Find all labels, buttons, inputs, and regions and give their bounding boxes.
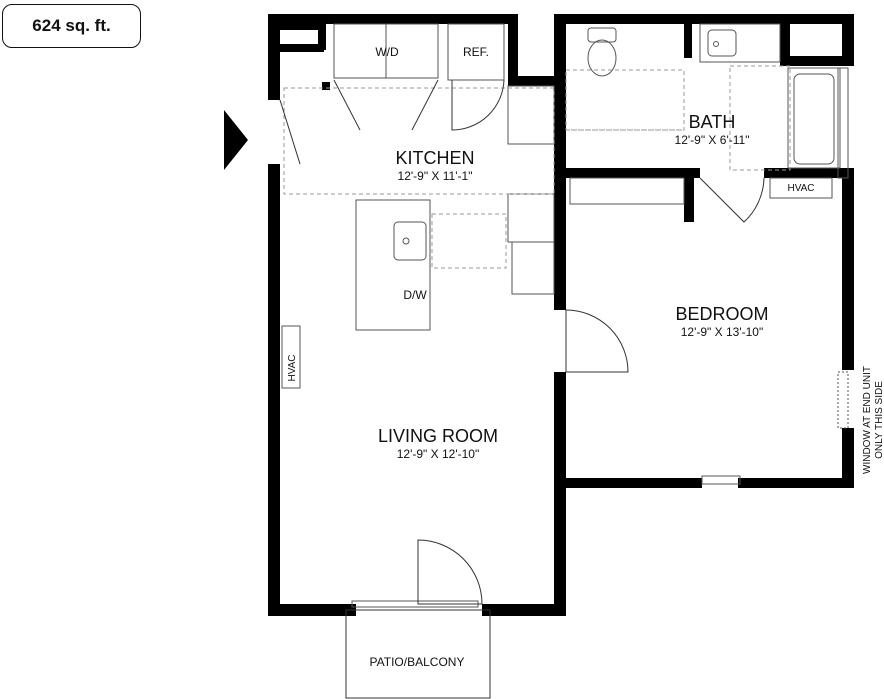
fixtures	[281, 23, 849, 699]
hvac-living-unit	[281, 325, 301, 389]
wall-left-lower	[268, 164, 280, 616]
wall-vanity-stub	[684, 14, 692, 58]
wall-closet-stub	[684, 168, 694, 222]
bedroom-name: BEDROOM	[675, 304, 768, 324]
bedroom-dims: 12'-9" X 13'-10"	[681, 325, 763, 339]
kitchen-dims: 12'-9" X 11'-1"	[398, 169, 473, 183]
living-name: LIVING ROOM	[378, 426, 498, 446]
wall-right-lower	[842, 428, 854, 488]
ref-door-swing	[451, 79, 505, 131]
bedroom-window-side	[837, 371, 849, 429]
wall-bedroom-bottom-left	[554, 478, 702, 488]
entry-arrow-icon	[224, 110, 248, 170]
closet-top-left-h	[280, 44, 324, 52]
kitchen-island	[355, 199, 431, 331]
kitchen-counter-lower	[507, 193, 555, 243]
patio-door	[417, 539, 483, 605]
walls	[268, 14, 854, 616]
closet-top-left	[280, 24, 324, 30]
patio-name: PATIO/BALCONY	[370, 655, 465, 669]
bedroom-door	[565, 309, 629, 373]
bath-dims: 12'-9" X 6'-11"	[675, 133, 750, 147]
wall-kitchen-step	[508, 14, 518, 86]
bath-door	[699, 177, 765, 223]
entry-door	[279, 99, 301, 165]
bath-window-side	[837, 67, 849, 179]
closet-top-left-v	[318, 24, 326, 50]
sink-icon	[393, 221, 427, 261]
dw-label: D/W	[403, 288, 427, 302]
dishwasher-box	[511, 241, 555, 295]
hvac-living-label: HVAC	[287, 354, 298, 381]
bath-vanity	[699, 23, 781, 63]
wall-bath-bottom-right	[764, 168, 854, 178]
hvac-bedroom-label: HVAC	[787, 183, 814, 194]
area-badge: 624 sq. ft.	[2, 4, 141, 48]
bathtub	[787, 67, 841, 169]
wall-living-bedroom	[554, 372, 566, 616]
ref-label: REF.	[463, 45, 489, 59]
wall-nub	[322, 82, 330, 90]
refrigerator-unit	[447, 23, 505, 81]
patio-outline	[345, 609, 491, 699]
kitchen-name: KITCHEN	[395, 148, 474, 168]
wall-bath-bottom-left	[554, 168, 700, 178]
wall-right-mid	[842, 178, 854, 370]
wd-door-swing	[333, 79, 439, 131]
toilet-bowl-icon	[587, 39, 617, 77]
bedroom-closet-shelf	[569, 177, 685, 205]
wall-bath-box	[780, 14, 790, 66]
wd-label: W/D	[375, 45, 399, 59]
window-note-line2: ONLY THIS SIDE	[874, 381, 884, 459]
bedroom-window-bottom	[701, 475, 741, 485]
wall-bedroom-bottom-right	[738, 478, 854, 488]
bath-sink-icon	[707, 29, 737, 57]
kitchen-counter-upper	[507, 85, 555, 145]
wall-bottom-left	[268, 604, 356, 616]
wall-bath-kitchen	[554, 14, 566, 310]
dashed-clearances	[283, 65, 791, 269]
living-dims: 12'-9" X 12'-10"	[397, 447, 479, 461]
window-note-line1: WINDOW AT END UNIT	[862, 366, 873, 474]
wall-bottom-right	[482, 604, 566, 616]
bath-name: BATH	[689, 112, 736, 132]
hvac-bedroom-unit	[769, 177, 833, 199]
doors	[279, 79, 765, 605]
wall-bath-box-h	[780, 56, 854, 66]
toilet-tank-icon	[587, 27, 617, 43]
wall-top-right	[554, 14, 854, 24]
wall-kitchen-step-h	[508, 76, 556, 86]
wall-right-upper	[842, 14, 854, 66]
wall-left-upper	[268, 14, 280, 100]
wall-top-left	[268, 14, 517, 24]
